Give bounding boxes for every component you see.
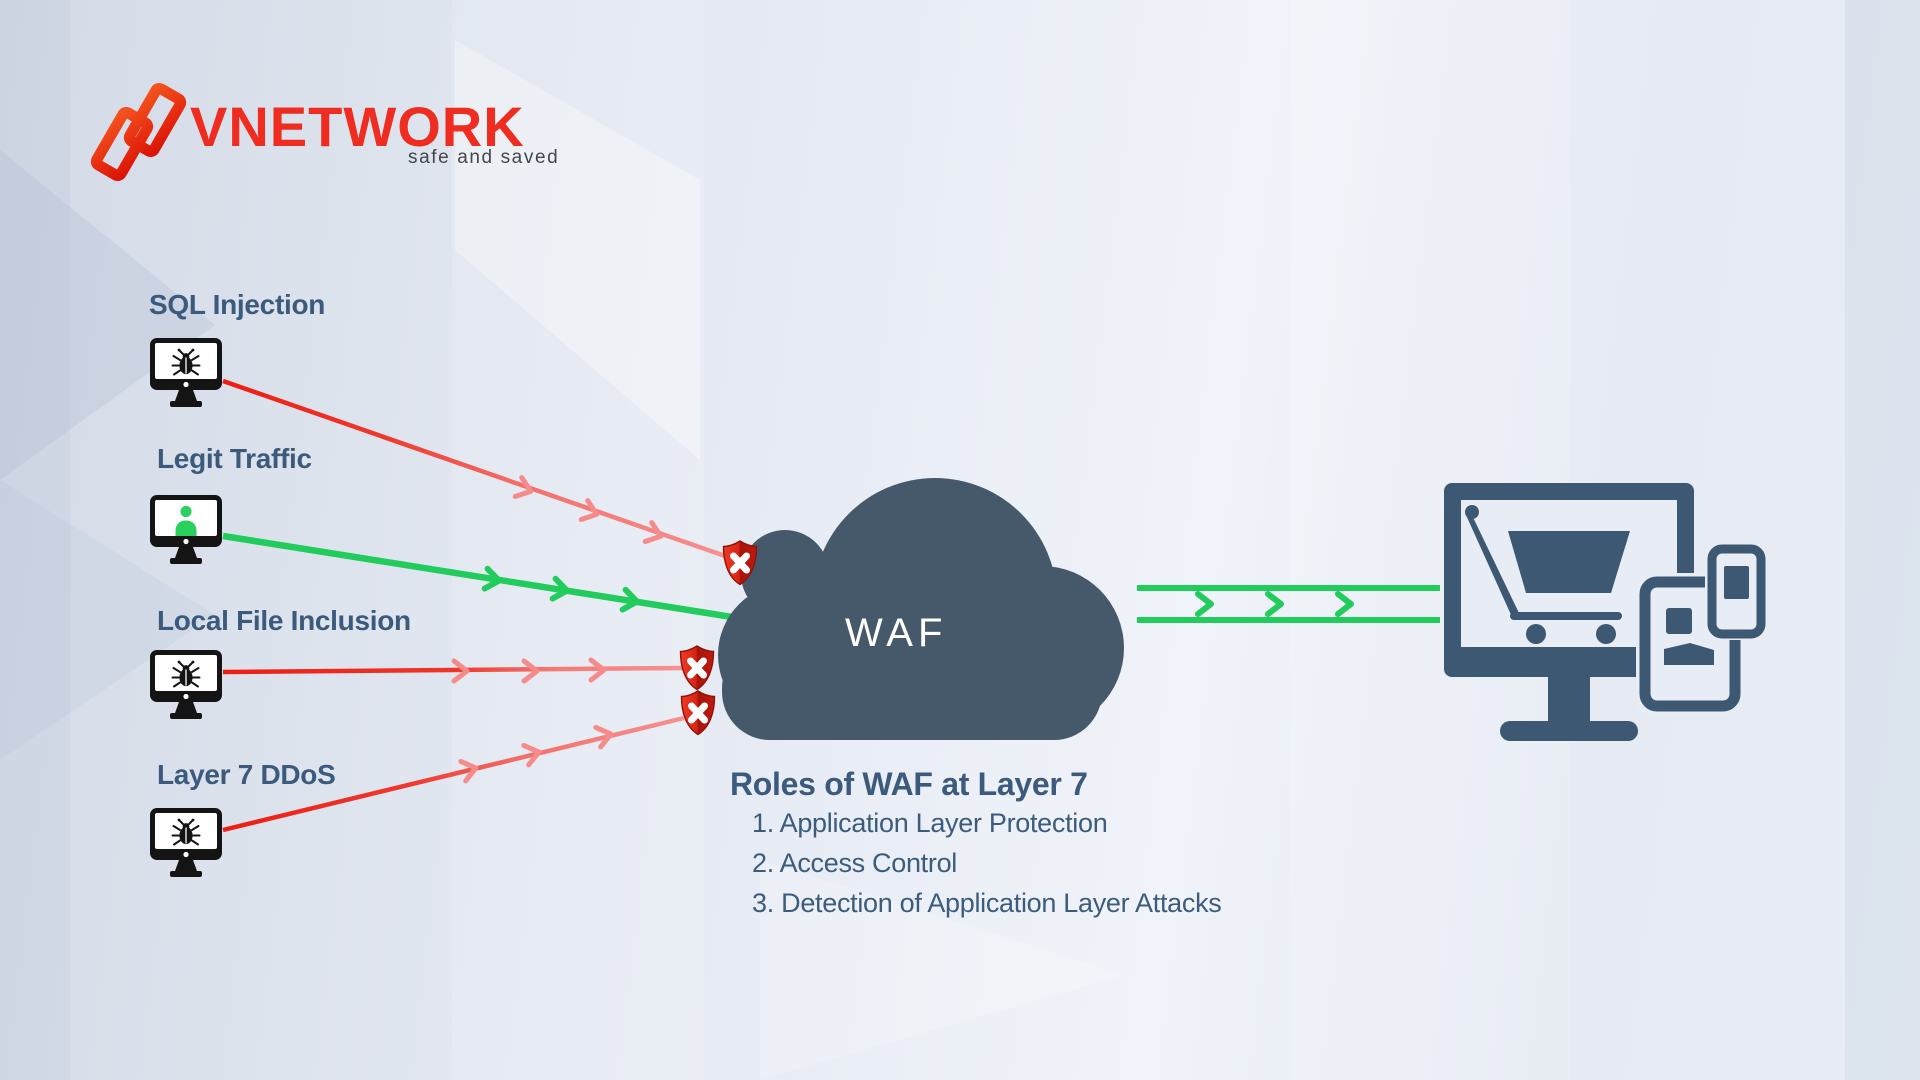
attack-arrow-sql-injection [222, 378, 729, 560]
source-label-layer7-ddos: Layer 7 DDoS [157, 759, 336, 790]
interlocked-links-logo-icon [90, 82, 187, 182]
traffic-lines [222, 378, 733, 833]
brand-name: VNETWORK [190, 95, 525, 158]
roles-title: Roles of WAF at Layer 7 [730, 766, 1088, 802]
roles-block: Roles of WAF at Layer 7 1. Application L… [730, 766, 1222, 923]
roles-item-3: 3. Detection of Application Layer Attack… [752, 888, 1222, 918]
destination-devices [1444, 483, 1767, 741]
brand-tagline: safe and saved [408, 147, 560, 168]
source-label-local-file-inclusion: Local File Inclusion [157, 605, 411, 636]
source-label-sql-injection: SQL Injection [149, 289, 326, 320]
shopping-cart-icon [1465, 505, 1630, 644]
attack-arrow-lfi [222, 665, 685, 675]
bug-monitor-icon [150, 338, 222, 407]
bug-monitor-icon [150, 808, 222, 877]
bug-monitor-icon [150, 650, 222, 719]
waf-cloud-icon [718, 478, 1124, 740]
roles-item-1: 1. Application Layer Protection [752, 808, 1108, 838]
ecommerce-cart-monitor-icon [1444, 483, 1694, 741]
legit-arrow [222, 532, 733, 621]
user-monitor-icon [150, 495, 222, 564]
clean-traffic-lines [1137, 585, 1440, 623]
source-label-legit-traffic: Legit Traffic [157, 443, 312, 474]
smartphone-icon [1705, 542, 1767, 640]
waf-cloud-label: WAF [845, 611, 948, 655]
roles-item-2: 2. Access Control [752, 848, 957, 878]
